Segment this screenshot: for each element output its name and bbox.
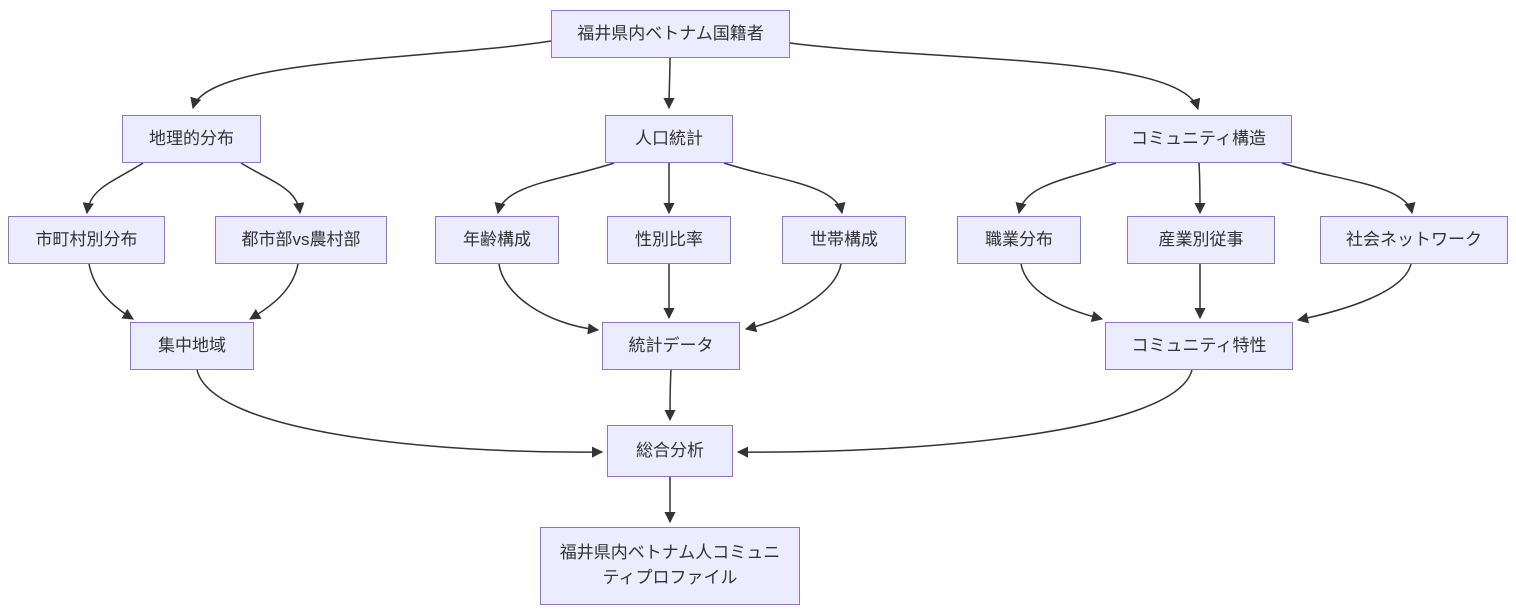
edge-occupation-community-traits bbox=[1020, 263, 1104, 322]
edge-geo-urban-rural bbox=[240, 162, 305, 215]
edge-municipal-concentrated bbox=[88, 263, 134, 320]
edge-household-stats bbox=[744, 263, 842, 333]
edge-geo-municipal bbox=[82, 162, 144, 215]
edge-community-traits-synthesis bbox=[736, 369, 1193, 458]
node-concentrated-areas: 集中地域 bbox=[130, 322, 254, 370]
edge-concentrated-synthesis bbox=[196, 369, 604, 458]
node-root: 福井県内ベトナム国籍者 bbox=[551, 10, 790, 58]
node-household-composition: 世帯構成 bbox=[782, 216, 906, 264]
edge-root-community bbox=[789, 42, 1201, 111]
edge-community-occupation bbox=[1015, 162, 1117, 215]
node-comprehensive-analysis: 総合分析 bbox=[607, 425, 733, 477]
edge-demo-household bbox=[723, 162, 846, 215]
node-gender-ratio: 性別比率 bbox=[607, 216, 731, 264]
node-community-structure: コミュニティ構造 bbox=[1105, 115, 1292, 163]
node-age-composition: 年齢構成 bbox=[435, 216, 559, 264]
node-social-network: 社会ネットワーク bbox=[1320, 216, 1508, 264]
node-community-traits: コミュニティ特性 bbox=[1105, 322, 1293, 370]
node-occupation-distribution: 職業分布 bbox=[957, 216, 1081, 264]
edge-root-demo bbox=[663, 57, 675, 110]
edge-root-geo bbox=[190, 40, 552, 110]
node-industry-engagement: 産業別従事 bbox=[1127, 216, 1275, 264]
edge-urban-rural-concentrated bbox=[249, 263, 299, 320]
node-municipal-distribution: 市町村別分布 bbox=[8, 216, 165, 264]
edge-demo-age bbox=[494, 162, 615, 215]
node-statistical-data: 統計データ bbox=[602, 322, 740, 370]
node-geographic-distribution: 地理的分布 bbox=[122, 115, 261, 163]
edge-community-industry bbox=[1194, 162, 1206, 215]
node-community-profile: 福井県内ベトナム人コミュニティプロファイル bbox=[540, 527, 800, 605]
edge-stats-synthesis bbox=[664, 369, 676, 422]
edge-community-social-network bbox=[1281, 162, 1416, 215]
node-urban-vs-rural: 都市部vs農村部 bbox=[215, 216, 387, 264]
edge-age-stats bbox=[498, 263, 600, 335]
edge-social-network-community-traits bbox=[1296, 263, 1412, 324]
node-demographics: 人口統計 bbox=[605, 115, 733, 163]
